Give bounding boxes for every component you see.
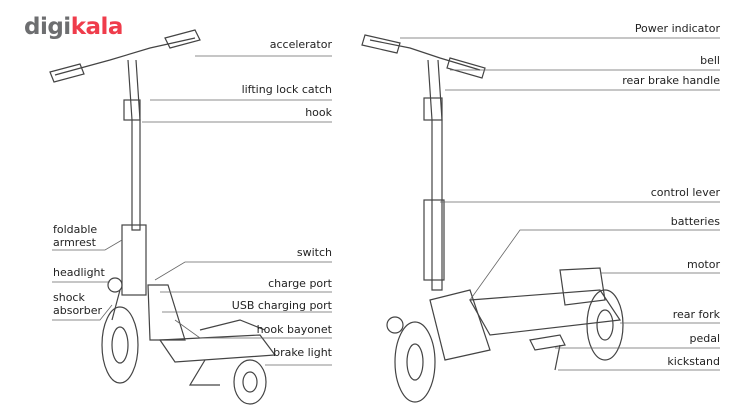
label-rear-brake-handle: rear brake handle xyxy=(622,74,720,87)
label-control-lever: control lever xyxy=(650,186,720,199)
label-batteries: batteries xyxy=(670,215,720,228)
label-shock-absorber-2: absorber xyxy=(53,304,102,317)
label-switch: switch xyxy=(296,246,332,259)
label-bell: bell xyxy=(700,54,720,67)
label-charge-port: charge port xyxy=(268,277,332,290)
left-scooter xyxy=(49,29,277,405)
label-foldable-armrest-1: foldable xyxy=(53,223,98,236)
label-hook: hook xyxy=(305,106,332,119)
label-power-indicator: Power indicator xyxy=(634,22,720,35)
label-kickstand: kickstand xyxy=(667,355,720,368)
label-accelerator: accelerator xyxy=(269,38,332,51)
right-scooter xyxy=(361,34,624,403)
leader-lines xyxy=(52,37,720,371)
label-headlight: headlight xyxy=(53,266,105,279)
label-hook-bayonet: hook bayonet xyxy=(256,323,332,336)
label-motor: motor xyxy=(686,258,720,271)
label-shock-absorber-1: shock xyxy=(53,291,85,304)
label-lifting-lock-catch: lifting lock catch xyxy=(241,83,332,96)
label-pedal: pedal xyxy=(689,332,720,345)
label-usb-charging-port: USB charging port xyxy=(231,299,332,312)
label-foldable-armrest-2: armrest xyxy=(53,236,96,249)
label-brake-light: brake light xyxy=(273,346,332,359)
digikala-logo: digikala xyxy=(24,14,123,40)
label-rear-fork: rear fork xyxy=(672,308,720,321)
